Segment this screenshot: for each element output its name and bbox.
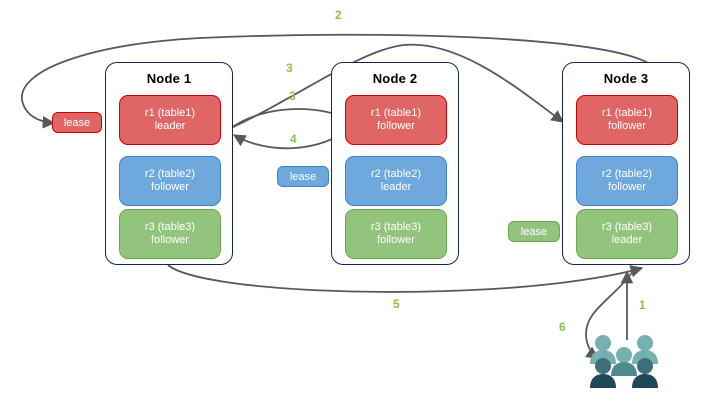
- replica-role: follower: [608, 120, 646, 132]
- node-container-node3[interactable]: Node 3 r1 (table1) follower r2 (table2) …: [562, 62, 690, 265]
- replica-name: r3 (table3): [601, 220, 653, 233]
- replica-role: follower: [377, 234, 415, 246]
- replica-role: follower: [377, 120, 415, 132]
- replica-role: follower: [151, 234, 189, 246]
- replica-r1[interactable]: r1 (table1) follower: [576, 95, 678, 145]
- replica-name: r1 (table1): [601, 106, 653, 119]
- replica-r3[interactable]: r3 (table3) follower: [119, 209, 221, 259]
- replica-role: follower: [608, 181, 646, 193]
- replica-role: follower: [151, 181, 189, 193]
- edge-6-node3-to-users: [585, 269, 635, 359]
- edge-label-3b: 3: [289, 89, 296, 103]
- node-title: Node 3: [603, 71, 649, 86]
- node-title: Node 2: [372, 71, 418, 86]
- node-title: Node 1: [146, 71, 192, 86]
- node-container-node2[interactable]: Node 2 r1 (table1) follower r2 (table2) …: [331, 62, 459, 265]
- replica-name: r2 (table2): [601, 167, 653, 180]
- replica-role: leader: [611, 234, 643, 246]
- edge-label-5: 5: [393, 297, 400, 311]
- edge-2-to-lease-r1: [21, 33, 649, 129]
- edge-5-node1-to-node3: [167, 264, 644, 293]
- replica-r2[interactable]: r2 (table2) leader: [345, 156, 447, 206]
- edge-label-3a: 3: [286, 61, 293, 75]
- edge-label-1: 1: [639, 298, 646, 312]
- node-container-node1[interactable]: Node 1 r1 (table1) leader r2 (table2) fo…: [105, 62, 233, 265]
- replica-name: r2 (table2): [370, 167, 422, 180]
- replica-name: r3 (table3): [370, 220, 422, 233]
- lease-badge-r2[interactable]: lease: [277, 166, 329, 187]
- lease-badge-r1[interactable]: lease: [52, 112, 102, 133]
- lease-badge-r3[interactable]: lease: [508, 221, 560, 242]
- replica-r1[interactable]: r1 (table1) leader: [119, 95, 221, 145]
- replica-r3[interactable]: r3 (table3) leader: [576, 209, 678, 259]
- users-icon: [590, 335, 658, 388]
- replica-name: r3 (table3): [144, 220, 196, 233]
- replica-name: r1 (table1): [370, 106, 422, 119]
- replica-role: leader: [154, 120, 186, 132]
- replica-r3[interactable]: r3 (table3) follower: [345, 209, 447, 259]
- replica-r2[interactable]: r2 (table2) follower: [576, 156, 678, 206]
- replica-name: r2 (table2): [144, 167, 196, 180]
- edge-label-2: 2: [335, 8, 342, 22]
- edge-3-node1-to-node3: [230, 43, 565, 129]
- edge-label-4: 4: [290, 132, 297, 146]
- edge-label-6: 6: [559, 320, 566, 334]
- replica-role: leader: [380, 181, 412, 193]
- replica-r1[interactable]: r1 (table1) follower: [345, 95, 447, 145]
- replica-r2[interactable]: r2 (table2) follower: [119, 156, 221, 206]
- replica-name: r1 (table1): [144, 106, 196, 119]
